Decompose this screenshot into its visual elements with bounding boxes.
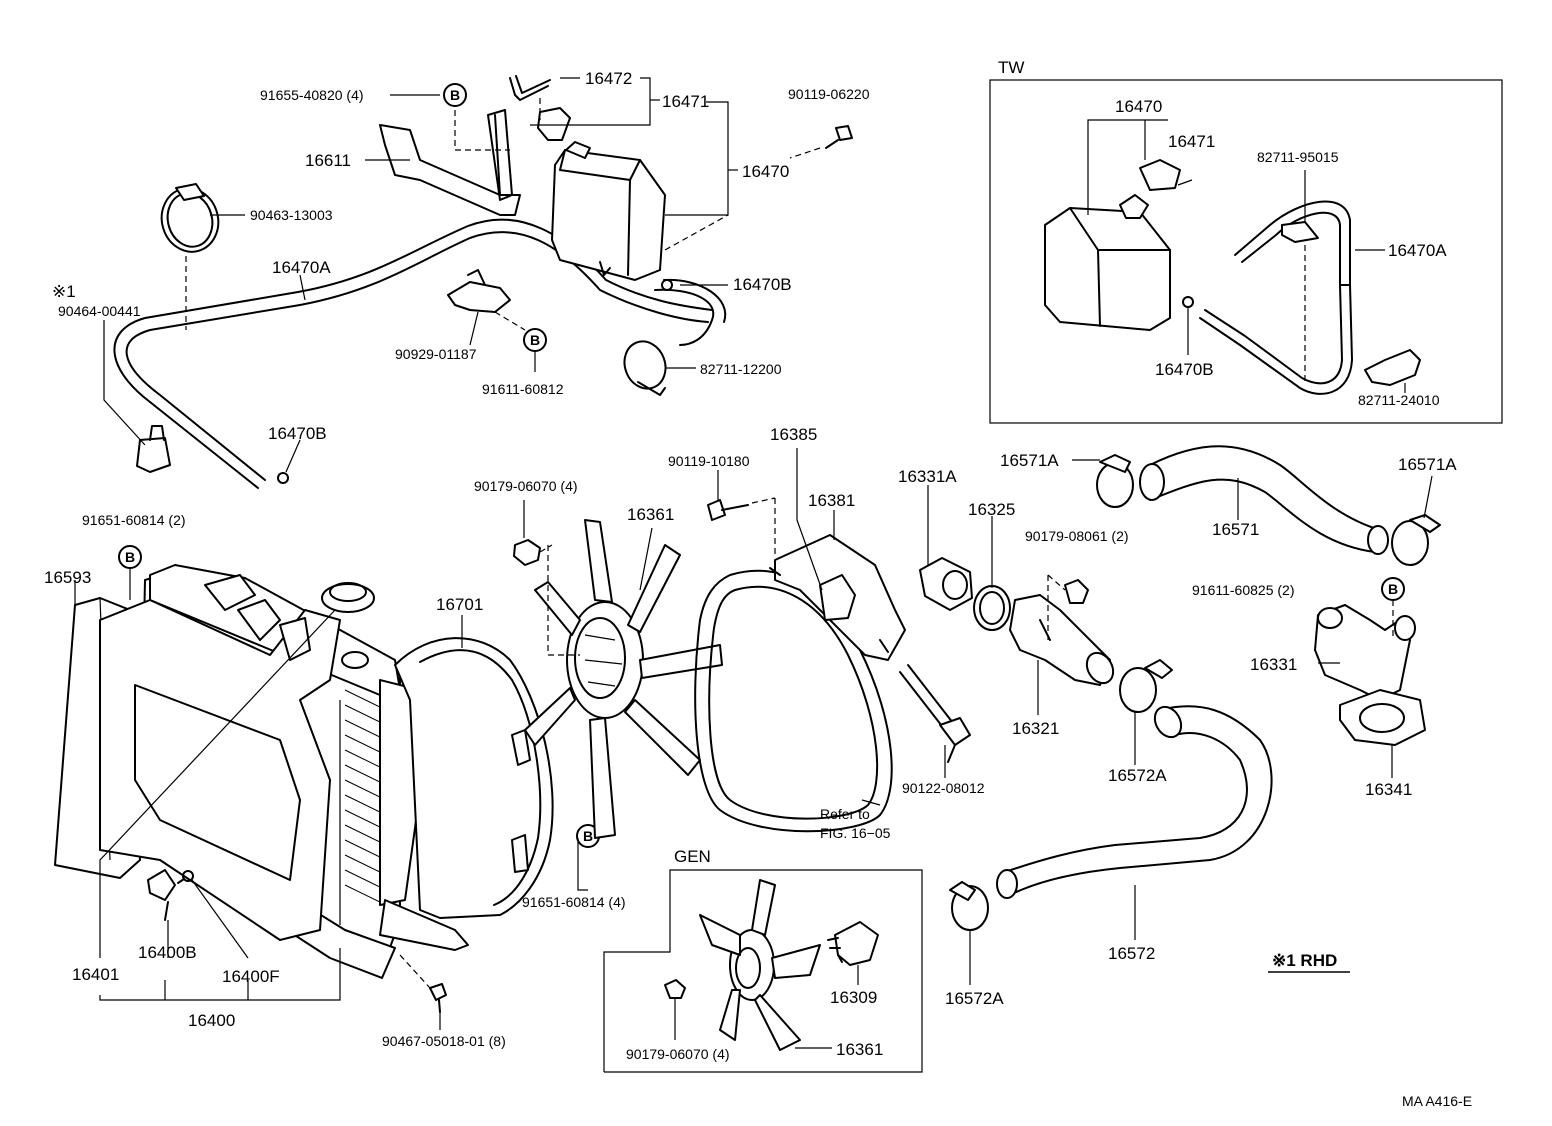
label-16593: 16593 (44, 568, 91, 587)
label-16331: 16331 (1250, 655, 1297, 674)
label-16471: 16471 (662, 92, 709, 111)
label-16361: 16361 (627, 505, 674, 524)
label-90467-05018-01: 90467-05018-01 (8) (382, 1033, 506, 1049)
label-91655-40820: 91655-40820 (4) (260, 87, 364, 103)
upper-radiator-hose (1072, 445, 1441, 566)
label-16571: 16571 (1212, 520, 1259, 539)
refer-to-text: Refer to (820, 806, 870, 822)
document-code: MA A416-E (1402, 1093, 1472, 1109)
rhd-note: ※1 RHD (1272, 951, 1337, 970)
label-16331A: 16331A (898, 467, 957, 486)
b-marker: B (125, 549, 135, 565)
b-marker: B (530, 332, 540, 348)
lower-radiator-hose (949, 659, 1273, 985)
water-inlet-and-gasket (1314, 600, 1426, 778)
gen-detail-box (603, 869, 923, 1073)
label-82711-12200: 82711-12200 (700, 361, 782, 377)
label-16341: 16341 (1365, 780, 1412, 799)
label-91651-60814-4: 91651-60814 (4) (522, 894, 626, 910)
label-90179-08061: 90179-08061 (2) (1025, 528, 1129, 544)
tw-label-82711-24010: 82711-24010 (1358, 392, 1440, 408)
tw-label-16470B: 16470B (1155, 360, 1214, 379)
label-90464-00441: 90464-00441 (58, 303, 141, 319)
label-16470B-left: 16470B (268, 424, 327, 443)
label-16611: 16611 (305, 151, 351, 170)
thermostat-housing (899, 485, 1115, 778)
overflow-hose-assembly (103, 75, 853, 489)
label-90179-06070: 90179-06070 (4) (474, 478, 578, 494)
label-16701: 16701 (436, 595, 483, 614)
label-90122-08012: 90122-08012 (902, 780, 985, 796)
tw-label-16470: 16470 (1115, 97, 1162, 116)
label-16381: 16381 (808, 491, 855, 510)
gen-box-title: GEN (674, 847, 711, 866)
label-16400: 16400 (188, 1011, 235, 1030)
label-16325: 16325 (968, 500, 1015, 519)
label-16400B: 16400B (138, 943, 197, 962)
label-16470A: 16470A (272, 258, 331, 277)
label-16385: 16385 (770, 425, 817, 444)
b-marker: B (1388, 581, 1398, 597)
b-marker-group: B B B B B (118, 83, 1405, 848)
part-labels: 91655-40820 (4) 16472 16471 90119-06220 … (44, 58, 1472, 1109)
gen-label-16309: 16309 (830, 988, 877, 1007)
label-90463-13003: 90463-13003 (250, 207, 333, 223)
tw-label-82711-95015: 82711-95015 (1257, 149, 1339, 165)
label-16401: 16401 (72, 965, 119, 984)
b-marker: B (450, 87, 460, 103)
label-16470B-center: 16470B (733, 275, 792, 294)
label-90119-10180: 90119-10180 (668, 453, 750, 469)
gen-label-16361: 16361 (836, 1040, 883, 1059)
label-16572A-lower: 16572A (945, 989, 1004, 1008)
label-90119-06220: 90119-06220 (788, 86, 870, 102)
b-marker: B (583, 828, 593, 844)
label-16400F: 16400F (222, 967, 280, 986)
tw-box-title: TW (998, 58, 1024, 77)
label-91651-60814-2: 91651-60814 (2) (82, 512, 186, 528)
label-16572A-upper: 16572A (1108, 766, 1167, 785)
tw-detail-box (989, 79, 1503, 424)
cooling-fan (513, 500, 723, 839)
fan-belt-and-pulley (694, 448, 906, 833)
refer-fig-text: FIG. 16−05 (820, 825, 891, 841)
label-16321: 16321 (1012, 719, 1059, 738)
label-91611-60825: 91611-60825 (2) (1192, 582, 1294, 598)
tw-label-16470A: 16470A (1388, 241, 1447, 260)
label-16472: 16472 (585, 69, 632, 88)
label-91611-60812: 91611-60812 (482, 381, 564, 397)
rhd-mark: ※1 (52, 282, 76, 301)
fan-shroud (394, 615, 588, 919)
label-16571A-left: 16571A (1000, 451, 1059, 470)
label-16572: 16572 (1108, 944, 1155, 963)
tw-label-16471: 16471 (1168, 132, 1215, 151)
gen-label-90179-06070: 90179-06070 (4) (626, 1046, 730, 1062)
label-16470: 16470 (742, 162, 789, 181)
radiator-assembly (54, 564, 469, 1030)
label-90929-01187: 90929-01187 (395, 346, 477, 362)
label-16571A-right: 16571A (1398, 455, 1457, 474)
